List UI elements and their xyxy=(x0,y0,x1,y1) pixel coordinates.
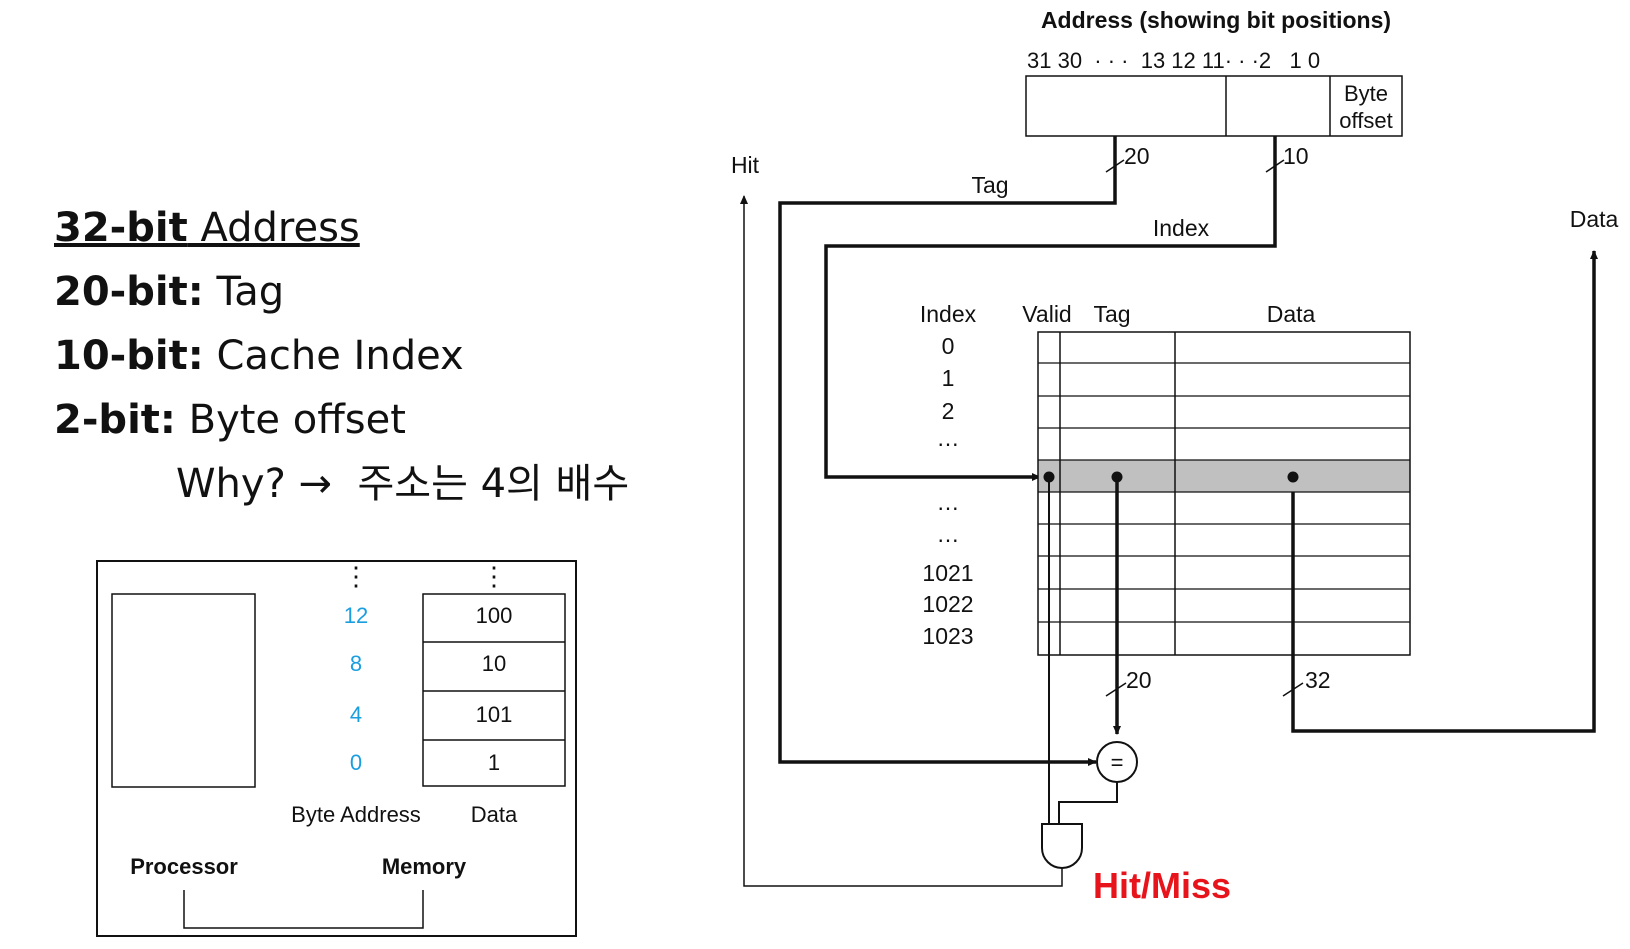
index-path xyxy=(824,136,1277,481)
processor-box xyxy=(111,593,256,788)
data-out-slash xyxy=(1282,682,1304,697)
row-ellipsis: … xyxy=(937,489,960,515)
hit-miss-label: Hit/Miss xyxy=(1093,865,1231,906)
byte-address-0: 0 xyxy=(350,750,362,775)
index-column-header: Index xyxy=(920,301,977,327)
data-column-header: Data xyxy=(1267,301,1316,327)
index-width-line: 10-bit: Cache Index xyxy=(54,333,464,379)
why-note: Why? → 주소는 4의 배수 xyxy=(176,461,630,507)
address-title: Address (showing bit positions) xyxy=(1041,7,1391,33)
row-index: 1023 xyxy=(922,623,973,649)
hit-wire xyxy=(740,195,1063,887)
address-width-line: 32-bit Address xyxy=(54,205,360,251)
data-out-bit-count: 32 xyxy=(1305,667,1331,693)
index-bit-count: 10 xyxy=(1283,143,1309,169)
memory-data-value: 100 xyxy=(476,603,513,628)
processor-label: Processor xyxy=(130,854,238,879)
byte-offset-label-2: offset xyxy=(1339,108,1392,133)
compare-result-wire xyxy=(1058,782,1118,824)
row-index: 1021 xyxy=(922,560,973,586)
hit-label: Hit xyxy=(731,152,760,178)
data-column-label: Data xyxy=(471,802,518,827)
tag-path xyxy=(778,136,1117,766)
tag-column-header: Tag xyxy=(1093,301,1130,327)
index-label: Index xyxy=(1153,215,1210,241)
data-output-label: Data xyxy=(1570,206,1619,232)
tag-label: Tag xyxy=(971,172,1008,198)
cache-table xyxy=(1037,331,1411,656)
memory-data-value: 10 xyxy=(482,651,506,676)
byte-address-8: 8 xyxy=(350,651,362,676)
bus-connector xyxy=(183,890,424,929)
row-index: 1 xyxy=(942,365,955,391)
data-output-path xyxy=(1291,250,1598,733)
tag-out-slash xyxy=(1105,682,1127,697)
tag-width-line: 20-bit: Tag xyxy=(54,269,285,315)
memory-data-value: 101 xyxy=(476,702,513,727)
data-dots: ⋮ xyxy=(481,561,507,591)
memory-data-value: 1 xyxy=(488,750,500,775)
index-bus-slash xyxy=(1265,159,1285,173)
memory-frame xyxy=(96,560,577,937)
bit-breakdown-notes: 32-bit Address 20-bit: Tag 10-bit: Cache… xyxy=(54,196,629,516)
byte-offset-label: Byte xyxy=(1344,81,1388,106)
tag-bit-count: 20 xyxy=(1124,143,1150,169)
selected-cache-row xyxy=(1038,460,1410,492)
memory-diagram: ⋮ ⋮ 12 8 4 0 100 10 101 1 Byte Address D… xyxy=(96,560,577,937)
row-ellipsis: … xyxy=(937,425,960,451)
and-gate xyxy=(1041,823,1083,869)
byte-address-4: 4 xyxy=(350,702,362,727)
row-index: 0 xyxy=(942,333,955,359)
address-dots: ⋮ xyxy=(343,561,369,591)
address-register xyxy=(1025,75,1403,137)
row-index: 2 xyxy=(942,398,955,424)
comparator-symbol: = xyxy=(1111,750,1124,775)
bit-positions: 31 30 · · · 13 12 11· · ·2 1 0 xyxy=(1027,48,1320,73)
valid-column-header: Valid xyxy=(1022,301,1071,327)
data-tap xyxy=(1287,471,1299,483)
tag-out-bit-count: 20 xyxy=(1126,667,1152,693)
tag-bus-slash xyxy=(1105,159,1125,173)
memory-data-column xyxy=(422,593,566,787)
row-ellipsis: … xyxy=(937,521,960,547)
cache-diagram-main: Address (showing bit positions) 31 30 · … xyxy=(731,7,1619,906)
memory-label: Memory xyxy=(382,854,467,879)
offset-width-line: 2-bit: Byte offset xyxy=(54,397,406,443)
row-index: 1022 xyxy=(922,591,973,617)
byte-address-label: Byte Address xyxy=(291,802,421,827)
byte-address-12: 12 xyxy=(344,603,368,628)
